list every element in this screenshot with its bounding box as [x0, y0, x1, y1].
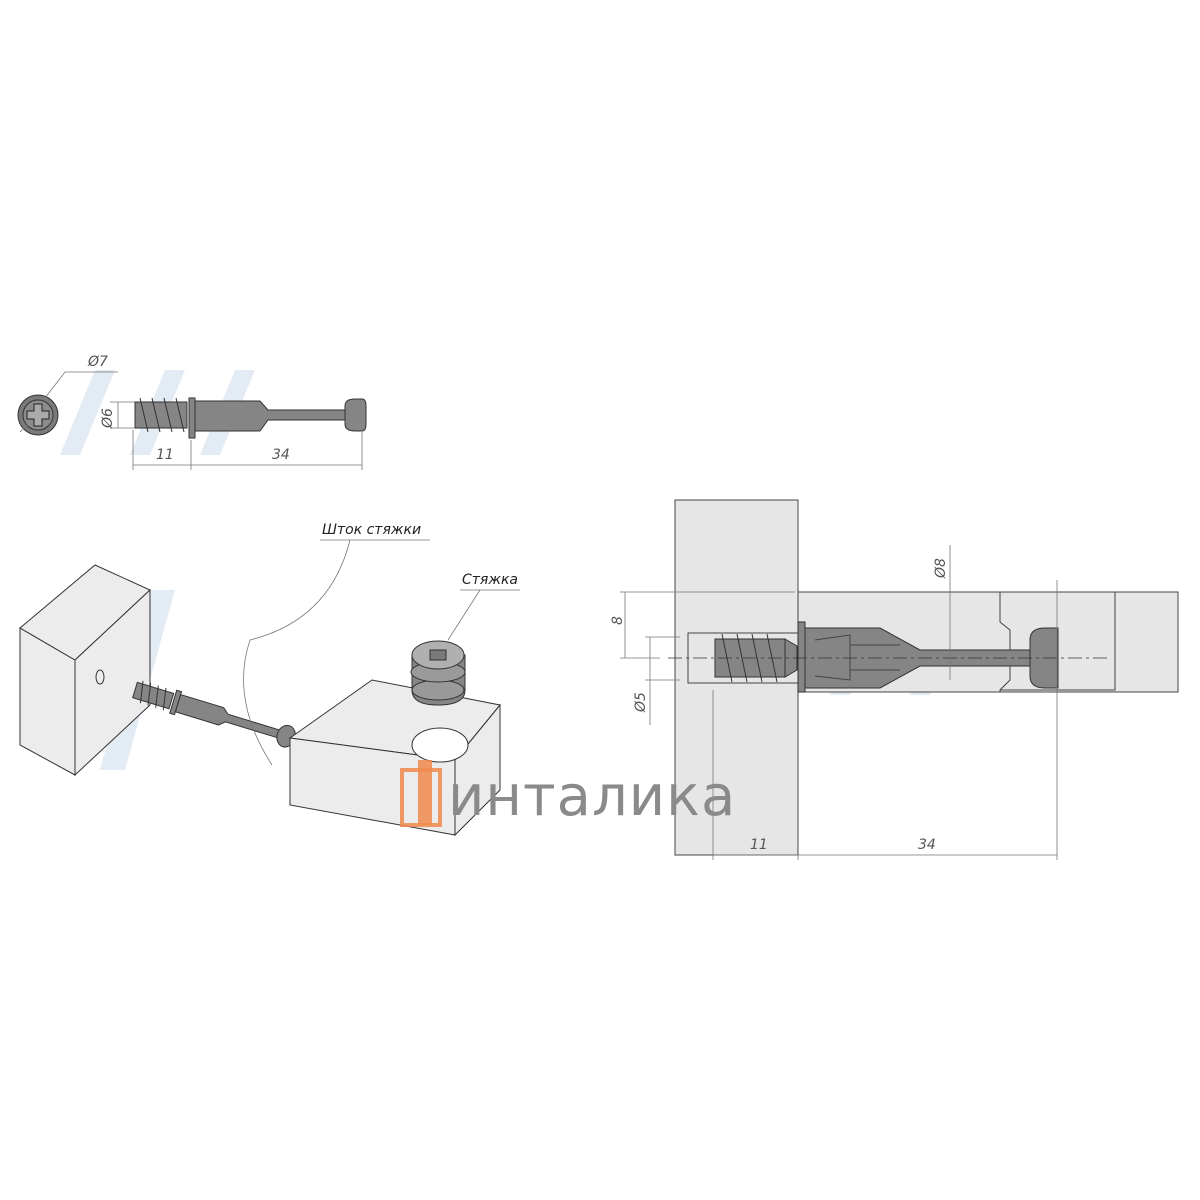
- phillips-head-icon: [26, 403, 50, 427]
- head-diameter-label: Ø7: [87, 354, 108, 370]
- top-view: Ø7 Ø6 11 34: [17, 354, 367, 470]
- section-view: 8 Ø5 Ø8 11 34: [610, 499, 1179, 860]
- thread-length-label: 11: [156, 447, 174, 463]
- rod-label: Шток стяжки: [322, 522, 421, 538]
- cam-label: Стяжка: [462, 572, 518, 588]
- section-body-length-label: 34: [918, 837, 936, 853]
- logo-text: инталика: [448, 764, 736, 829]
- assembly-view: Шток стяжки Стяжка: [19, 522, 520, 837]
- thread-diameter-label: Ø6: [100, 408, 116, 429]
- offset-label: 8: [610, 616, 626, 625]
- hole-diameter-label: Ø5: [633, 692, 649, 713]
- cam-part: [410, 640, 466, 706]
- brand-logo: инталика: [400, 760, 736, 829]
- section-thread-length-label: 11: [750, 837, 768, 853]
- body-length-label: 34: [272, 447, 290, 463]
- cam-diameter-label: Ø8: [933, 558, 949, 579]
- rod-part: [132, 680, 296, 748]
